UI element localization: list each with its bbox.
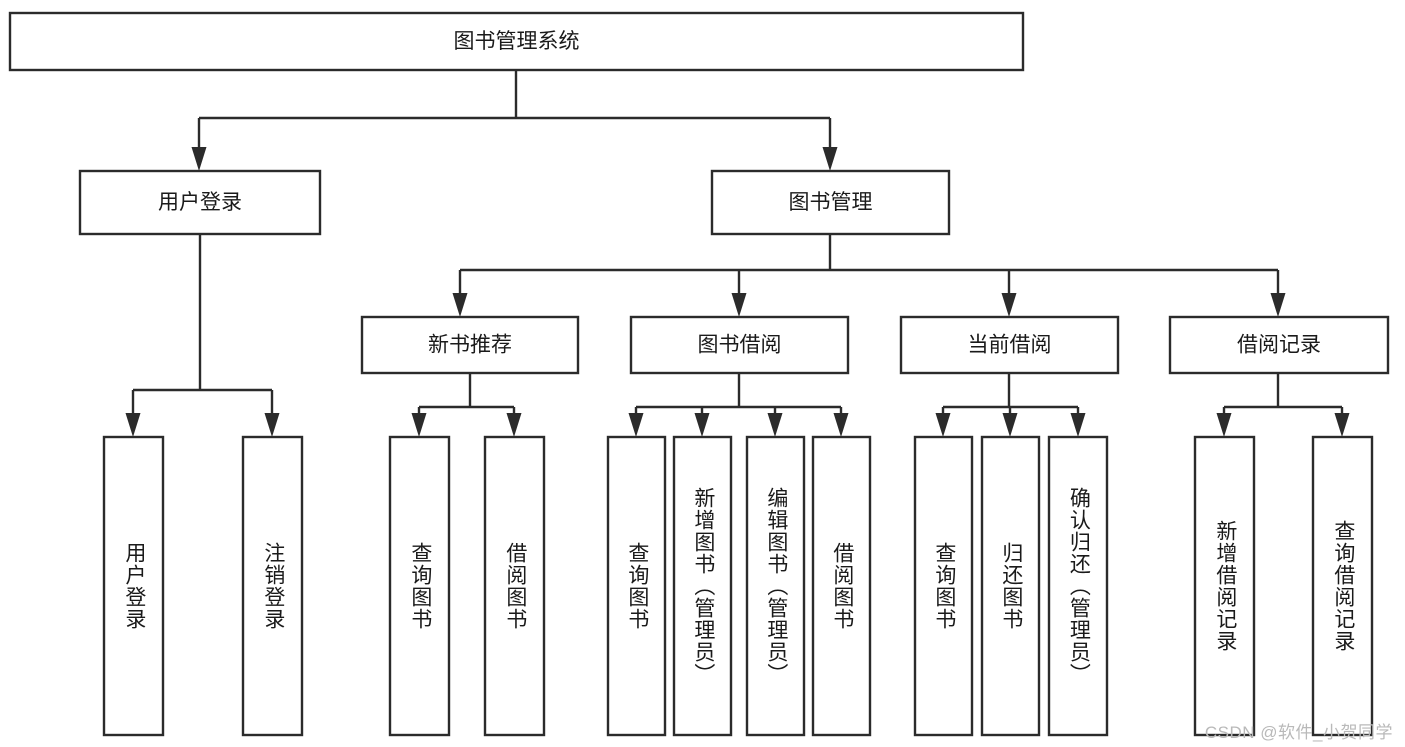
edge-newbook-to-leaves-arrow: [411, 413, 427, 437]
edge-newbook-to-leaves-arrow: [506, 413, 522, 437]
leaf-node-box[interactable]: [913, 435, 974, 737]
level3-node-box[interactable]: [360, 315, 580, 375]
level3-node-label: 当前借阅: [968, 334, 1052, 357]
level3-node-label: 借阅记录: [1237, 334, 1321, 357]
leaf-node-box[interactable]: [672, 435, 733, 737]
edge-bookmgmt-to-level3-arrow: [1270, 293, 1286, 317]
edge-record-to-leaves-arrow: [1334, 413, 1350, 437]
edge-bookmgmt-to-level3-arrow: [731, 293, 747, 317]
leaf-node-box[interactable]: [980, 435, 1041, 737]
edge-current-to-leaves-arrow: [1002, 413, 1018, 437]
leaf-node-box[interactable]: [483, 435, 546, 737]
root-node-box[interactable]: [8, 11, 1025, 72]
edge-borrow-to-leaves-arrow: [694, 413, 710, 437]
leaf-node-box[interactable]: [1047, 435, 1109, 737]
edge-borrow-to-leaves-arrow: [628, 413, 644, 437]
edge-userlogin-to-leaves-arrow: [125, 413, 141, 437]
edge-userlogin-to-leaves-arrow: [264, 413, 280, 437]
level2-node-box[interactable]: [710, 169, 951, 236]
level3-node-box[interactable]: [899, 315, 1120, 375]
level2-node-box[interactable]: [78, 169, 322, 236]
level3-node-box[interactable]: [1168, 315, 1390, 375]
leaf-node-box[interactable]: [811, 435, 872, 737]
root-node-label: 图书管理系统: [454, 30, 580, 53]
leaf-node-box[interactable]: [606, 435, 667, 737]
connector-layer: [125, 70, 1350, 437]
level2-node-label: 图书管理: [789, 191, 873, 214]
level3-node-label: 图书借阅: [698, 334, 782, 357]
leaf-node-box[interactable]: [102, 435, 165, 737]
edge-current-to-leaves-arrow: [1070, 413, 1086, 437]
level2-node-label: 用户登录: [158, 191, 242, 214]
leaf-node-box[interactable]: [1193, 435, 1256, 737]
edge-root-to-level2-arrow: [191, 147, 207, 171]
leaf-node-box[interactable]: [241, 435, 304, 737]
node-box-layer: [8, 11, 1390, 737]
level3-node-label: 新书推荐: [428, 334, 512, 357]
edge-record-to-leaves-arrow: [1216, 413, 1232, 437]
edge-bookmgmt-to-level3-arrow: [1001, 293, 1017, 317]
edge-root-to-level2-arrow: [822, 147, 838, 171]
level3-node-box[interactable]: [629, 315, 850, 375]
leaf-node-box[interactable]: [745, 435, 806, 737]
edge-borrow-to-leaves-arrow: [767, 413, 783, 437]
edge-bookmgmt-to-level3-arrow: [452, 293, 468, 317]
leaf-node-box[interactable]: [388, 435, 451, 737]
edge-current-to-leaves-arrow: [935, 413, 951, 437]
edge-borrow-to-leaves-arrow: [833, 413, 849, 437]
leaf-node-box[interactable]: [1311, 435, 1374, 737]
